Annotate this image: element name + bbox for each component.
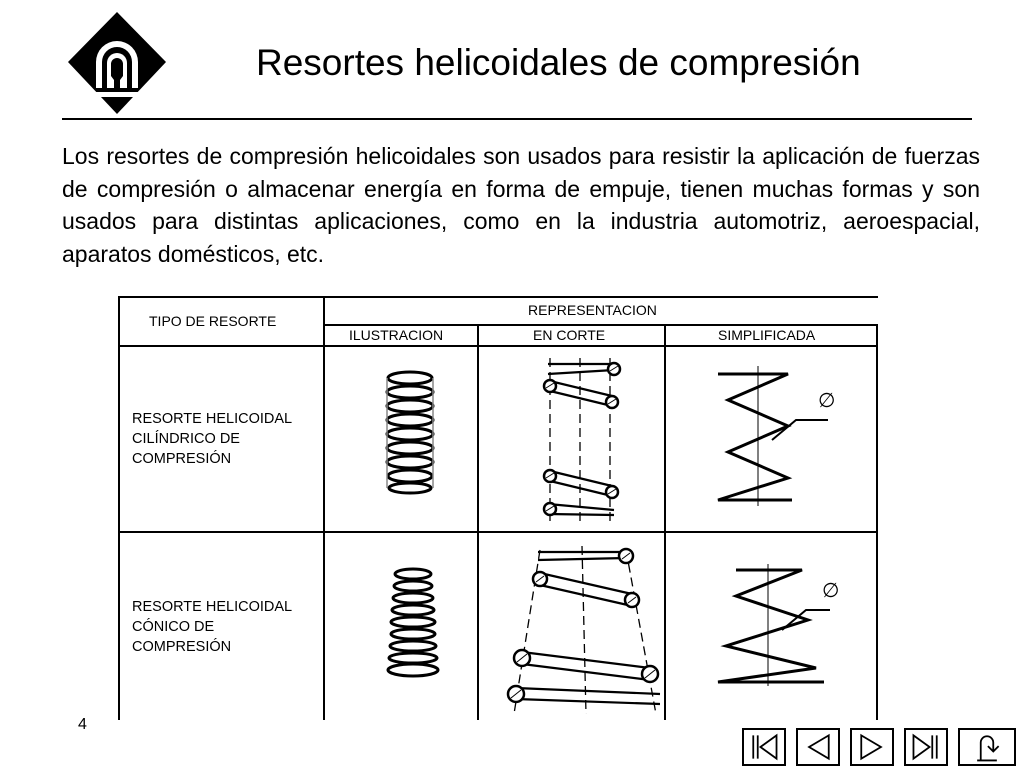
header-subdivider — [323, 324, 878, 326]
row-label-line: RESORTE HELICOIDAL — [132, 411, 293, 427]
row-label-line: COMPRESIÓN — [132, 451, 232, 467]
diameter-symbol: ∅ — [818, 390, 836, 412]
slide-title: Resortes helicoidales de compresión — [256, 42, 861, 83]
university-logo-icon — [68, 12, 166, 114]
conical-spring-section — [506, 546, 661, 715]
cylindrical-spring-section — [542, 358, 622, 524]
table-divider-2 — [477, 324, 479, 720]
diameter-symbol: ∅ — [822, 580, 840, 602]
header-ilustracion: ILUSTRACION — [349, 327, 444, 343]
return-icon — [977, 735, 1000, 762]
table-divider-1 — [323, 296, 325, 720]
header-representacion: REPRESENTACION — [528, 302, 657, 318]
slide-navigation — [0, 728, 1024, 768]
row-label-conico: RESORTE HELICOIDAL CÓNICO DE COMPRESIÓN — [132, 597, 292, 657]
header-simplificada: SIMPLIFICADA — [718, 327, 816, 343]
first-slide-button[interactable] — [742, 728, 786, 766]
row-label-cilindrico: RESORTE HELICOIDAL CILÍNDRICO DE COMPRES… — [132, 409, 292, 469]
table-top-border — [118, 296, 878, 298]
header-bottom-border — [118, 345, 878, 347]
cylindrical-spring-simplified — [717, 366, 828, 506]
conical-spring-simplified — [717, 564, 830, 686]
row-divider — [118, 531, 878, 533]
title-divider — [62, 118, 972, 120]
table-left-border — [118, 296, 120, 720]
conical-spring-illustration — [386, 567, 440, 678]
header-en-corte: EN CORTE — [533, 327, 606, 343]
last-slide-button[interactable] — [904, 728, 948, 766]
last-slide-icon — [912, 733, 938, 761]
previous-slide-button[interactable] — [796, 728, 840, 766]
header-tipo: TIPO DE RESORTE — [149, 313, 277, 329]
cylindrical-spring-illustration — [385, 370, 435, 495]
first-slide-icon — [752, 733, 778, 761]
return-button[interactable] — [958, 728, 1016, 766]
row-label-line: COMPRESIÓN — [132, 639, 232, 655]
page-number: 4 — [78, 716, 87, 733]
intro-paragraph: Los resortes de compresión helicoidales … — [62, 143, 980, 267]
next-slide-button[interactable] — [850, 728, 894, 766]
table-divider-3 — [664, 324, 666, 720]
row-label-line: RESORTE HELICOIDAL — [132, 599, 293, 615]
row-label-line: CÓNICO DE — [132, 619, 215, 635]
previous-slide-icon — [807, 733, 830, 761]
table-right-border — [876, 324, 878, 720]
row-label-line: CILÍNDRICO DE — [132, 431, 240, 447]
spring-types-table — [118, 296, 878, 720]
next-slide-icon — [860, 733, 883, 761]
